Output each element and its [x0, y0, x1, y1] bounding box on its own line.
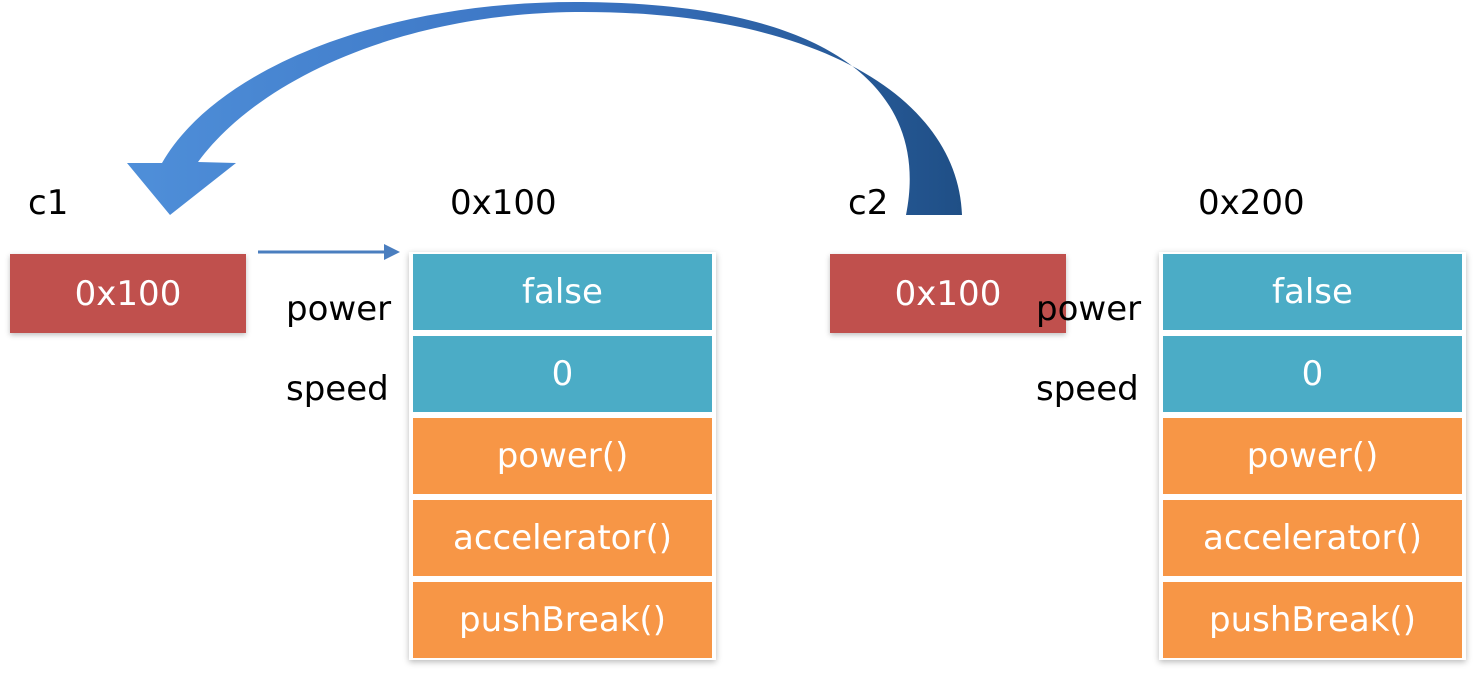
field-label-speed: speed [1036, 369, 1139, 409]
field-value-power: false [413, 254, 712, 330]
reference-arrow-head [384, 244, 400, 260]
variable-label-c1: c1 [28, 183, 69, 223]
field-label-power: power [1036, 289, 1142, 329]
field-label-speed: speed [286, 369, 389, 409]
reference-box-c1: 0x100 [10, 254, 246, 333]
field-label-power: power [286, 289, 392, 329]
field-value-speed: 0 [1163, 336, 1462, 412]
method-accelerator: accelerator() [413, 500, 712, 576]
method-pushbreak: pushBreak() [1163, 582, 1462, 658]
reference-box-c2: 0x100 [830, 254, 1066, 333]
object-address-2: 0x200 [1198, 183, 1305, 223]
field-value-speed: 0 [413, 336, 712, 412]
method-pushbreak: pushBreak() [413, 582, 712, 658]
object-block-2: false 0 power() accelerator() pushBreak(… [1159, 252, 1466, 660]
object-block-1: false 0 power() accelerator() pushBreak(… [409, 252, 716, 660]
field-value-power: false [1163, 254, 1462, 330]
method-power: power() [413, 418, 712, 494]
variable-label-c2: c2 [848, 183, 889, 223]
method-accelerator: accelerator() [1163, 500, 1462, 576]
object-address-1: 0x100 [450, 183, 557, 223]
method-power: power() [1163, 418, 1462, 494]
